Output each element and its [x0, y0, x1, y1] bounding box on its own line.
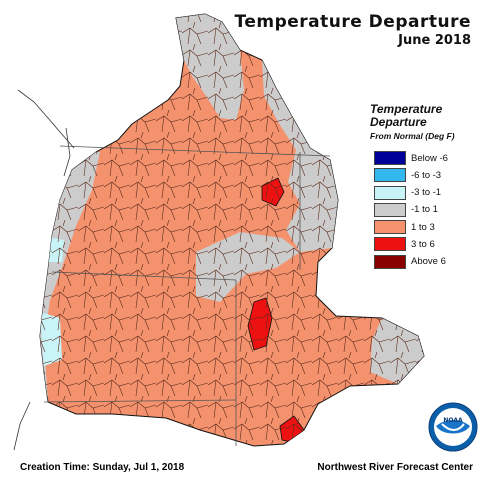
legend-item: -3 to -1	[374, 185, 478, 201]
forecast-center: Northwest River Forecast Center	[317, 462, 473, 473]
legend-label: 3 to 6	[411, 238, 435, 250]
legend-swatch	[374, 237, 406, 252]
legend-item: Above 6	[374, 254, 478, 270]
legend-label: Below -6	[411, 152, 448, 164]
legend-label: -3 to -1	[411, 187, 442, 199]
legend-swatch	[374, 168, 406, 183]
legend-title-line2: Departure	[370, 115, 427, 129]
legend-label: -1 to 1	[411, 204, 438, 216]
map-subtitle: June 2018	[398, 33, 471, 48]
map-title: Temperature Departure	[234, 12, 471, 32]
creation-time: Creation Time: Sunday, Jul 1, 2018	[20, 462, 185, 473]
noaa-logo-text: NOAA	[443, 417, 463, 424]
legend-swatch	[374, 185, 406, 200]
legend: Temperature Departure From Normal (Deg F…	[370, 103, 478, 271]
legend-items: Below -6 -6 to -3 -3 to -1 -1 to 1 1 to …	[374, 150, 478, 270]
map-title-block: Temperature Departure June 2018	[234, 12, 471, 48]
legend-swatch	[374, 220, 406, 235]
legend-label: -6 to -3	[411, 169, 442, 181]
legend-item: -1 to 1	[374, 202, 478, 218]
legend-item: 1 to 3	[374, 219, 478, 235]
legend-swatch	[374, 254, 406, 269]
state-boundaries	[43, 145, 331, 446]
legend-item: 3 to 6	[374, 236, 478, 252]
legend-title-line3: From Normal (Deg F)	[370, 131, 455, 141]
legend-swatch	[374, 202, 406, 217]
legend-label: Above 6	[411, 256, 446, 268]
legend-item: -6 to -3	[374, 167, 478, 183]
coastline	[13, 89, 75, 451]
noaa-logo-icon: NOAA	[428, 402, 478, 452]
legend-item: Below -6	[374, 150, 478, 166]
legend-title-line1: Temperature	[370, 102, 443, 116]
legend-swatch	[374, 151, 406, 165]
legend-label: 1 to 3	[411, 221, 435, 233]
